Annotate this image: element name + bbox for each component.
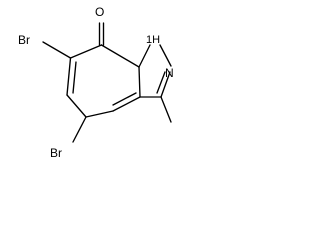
bromine-bottom-label: Br — [50, 146, 62, 160]
ring-bond-c6-c5 — [85, 110, 114, 118]
oxygen-label: O — [95, 5, 104, 19]
bromine-top-label: Br — [18, 33, 30, 47]
pyrazole-bond-n2-c3-double-outer — [160, 71, 171, 98]
ring-bond-c8-c7-double-outer — [66, 57, 72, 96]
ring-bond-co-c8 — [69, 44, 103, 59]
chemical-structure-canvas: O Br Br 1H N — [0, 0, 185, 175]
nitrogen-label: N — [165, 66, 174, 80]
pyrazole-bond-n1-n2 — [159, 44, 172, 67]
pyrazole-bond-n2-c3-double-inner — [156, 71, 166, 94]
molecule-diagram: O Br Br 1H N — [18, 5, 174, 160]
ring-bond-c5-c4-double-outer — [112, 96, 141, 112]
ring-bond-c8-c7-double-inner — [72, 61, 77, 94]
br-top-bond — [42, 41, 72, 59]
ring-bond-c3a-co — [100, 44, 140, 68]
ring-bond-c7-c6 — [66, 94, 87, 118]
pyrazole-bond-c3a-n1 — [138, 44, 151, 68]
methyl-bond — [160, 96, 172, 123]
ring-bond-c4-c3a — [138, 66, 141, 98]
nh-label: 1H — [146, 34, 160, 46]
br-bottom-bond — [72, 116, 87, 143]
ring-bond-c5-c4-double-inner — [112, 92, 137, 106]
